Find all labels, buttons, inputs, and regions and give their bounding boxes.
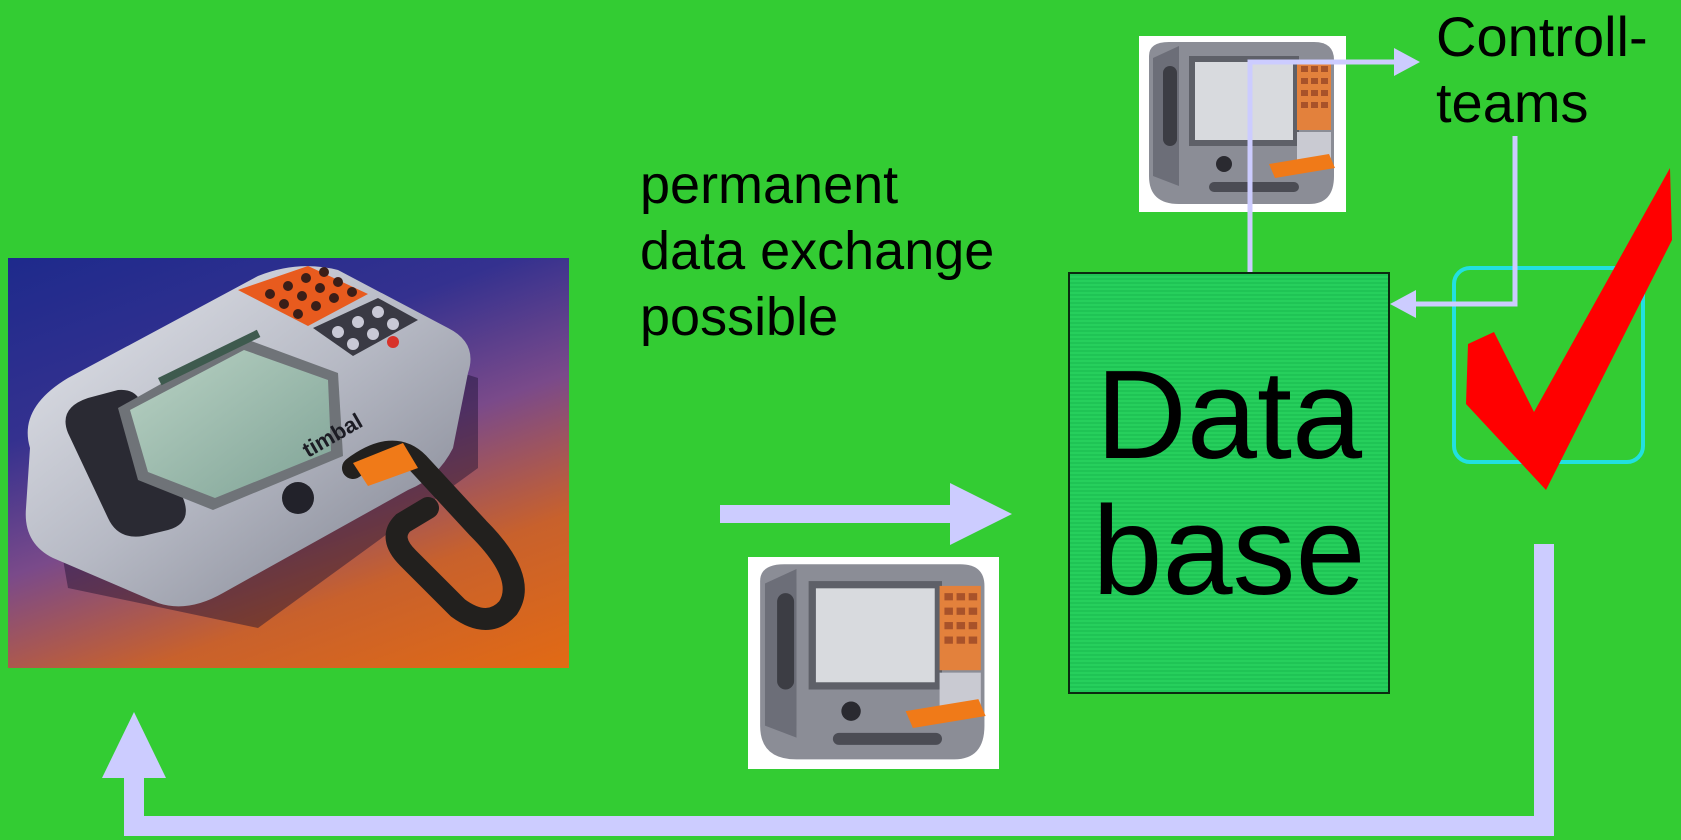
data-exchange-label-line1: permanent — [640, 155, 899, 215]
handheld-device-photo-small-bottom — [748, 557, 999, 769]
controll-teams-label: Controll- teams — [1436, 4, 1648, 136]
handheld-device-photo-small-top — [1139, 36, 1346, 212]
database-label-line2: base — [1092, 480, 1366, 621]
handheld-terminal-icon — [760, 564, 986, 760]
controll-teams-label-line2: teams — [1436, 71, 1589, 134]
database-box: Data base — [1068, 272, 1390, 694]
handheld-terminal-icon — [1149, 42, 1335, 204]
handheld-device-photo: timbal — [8, 258, 569, 668]
check-frame — [1452, 266, 1645, 464]
data-exchange-label-line3: possible — [640, 287, 839, 347]
data-exchange-label: permanent data exchange possible — [640, 152, 994, 350]
database-label-line1: Data — [1095, 344, 1363, 485]
data-exchange-label-line2: data exchange — [640, 221, 995, 281]
controll-teams-label-line1: Controll- — [1436, 5, 1648, 68]
arrow-to-database — [720, 483, 1012, 545]
handheld-terminal-icon: timbal — [25, 266, 525, 630]
